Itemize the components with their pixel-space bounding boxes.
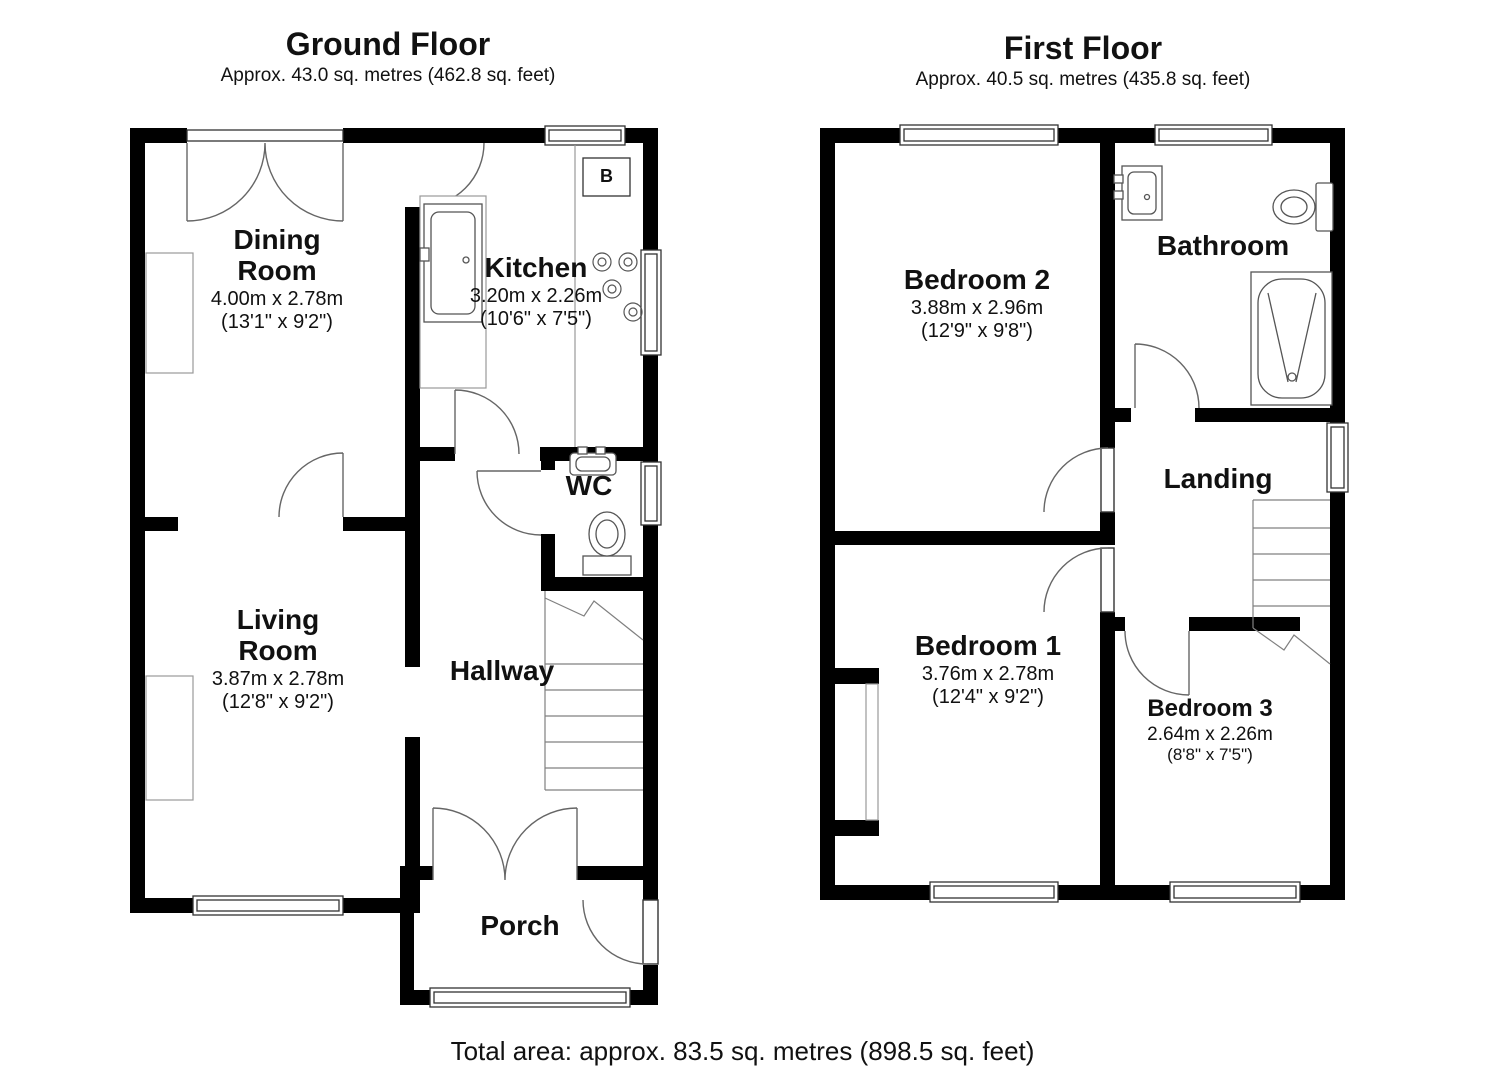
hallway-label: Hallway: [402, 655, 602, 686]
hallway-name: Hallway: [449, 655, 555, 686]
ground-floor-walls: [130, 128, 658, 1005]
wc-label: WC: [549, 470, 629, 501]
landing-label: Landing: [1118, 463, 1318, 494]
kitchen-sink-icon: [419, 203, 483, 323]
living-room-window: [192, 895, 344, 916]
bedroom1-metric: 3.76m x 2.78m: [921, 663, 1055, 685]
bedroom1-imperial: (12'4" x 9'2"): [932, 686, 1044, 708]
porch-entrance-door-leaf: [642, 899, 659, 965]
bedroom3-metric: 2.64m x 2.26m: [1147, 724, 1273, 745]
kitchen-label: Kitchen 3.20m x 2.26m (10'6" x 7'5"): [424, 252, 648, 331]
chimney-breast: [865, 683, 879, 821]
bathroom-label: Bathroom: [1103, 230, 1343, 261]
bedroom1-window: [929, 881, 1059, 903]
wc-toilet-icon: [582, 511, 632, 576]
kitchen-hall-door: [454, 389, 520, 455]
wc-name: WC: [565, 470, 613, 501]
bathroom-toilet-icon: [1272, 182, 1334, 232]
dining-living-door: [278, 452, 344, 518]
bathroom-sink-icon: [1113, 165, 1163, 221]
ground-floor-title-block: Ground Floor Approx. 43.0 sq. metres (46…: [168, 26, 608, 87]
hall-porch-double-doors: [432, 807, 578, 881]
hob-icon: [592, 252, 643, 322]
bedroom2-imperial: (12'9" x 9'8"): [921, 320, 1033, 342]
bedroom2-window: [899, 124, 1059, 146]
dining-room-name: Dining Room: [233, 224, 321, 286]
dining-room-label: Dining Room 4.00m x 2.78m (13'1" x 9'2"): [157, 224, 397, 334]
bedroom1-door: [1043, 547, 1109, 613]
bedroom2-door: [1043, 447, 1109, 513]
landing-name: Landing: [1163, 463, 1273, 494]
landing-window: [1326, 422, 1349, 493]
bedroom1-name: Bedroom 1: [914, 630, 1062, 661]
kitchen-metric: 3.20m x 2.26m: [469, 285, 603, 307]
living-room-label: Living Room 3.87m x 2.78m (12'8" x 9'2"): [158, 604, 398, 714]
ground-floor-windows: [186, 125, 662, 1008]
bedroom2-label: Bedroom 2 3.88m x 2.96m (12'9" x 9'8"): [857, 264, 1097, 343]
first-floor-windows: [899, 124, 1349, 903]
first-floor-subtitle: Approx. 40.5 sq. metres (435.8 sq. feet): [915, 69, 1251, 90]
living-room-metric: 3.87m x 2.78m: [211, 668, 345, 690]
bedroom2-metric: 3.88m x 2.96m: [910, 297, 1044, 319]
dining-room-metric: 4.00m x 2.78m: [210, 288, 344, 310]
bedroom3-door: [1124, 630, 1190, 696]
wc-window: [640, 461, 662, 526]
bedroom1-label: Bedroom 1 3.76m x 2.78m (12'4" x 9'2"): [868, 630, 1108, 709]
bedroom2-name: Bedroom 2: [903, 264, 1051, 295]
living-room-name: Living Room: [236, 604, 320, 666]
first-floor-title: First Floor: [1003, 30, 1163, 66]
dining-room-imperial: (13'1" x 9'2"): [221, 311, 333, 333]
wc-door: [476, 470, 542, 536]
ground-floor-doors: [186, 142, 659, 965]
staircase-first-icon: [1252, 499, 1331, 665]
first-floor-plan: [820, 124, 1349, 903]
kitchen-imperial: (10'6" x 7'5"): [480, 308, 592, 330]
ground-floor-title: Ground Floor: [285, 26, 491, 62]
dining-patio-doors: [186, 142, 344, 222]
first-floor-walls: [820, 128, 1345, 900]
total-area-text: Total area: approx. 83.5 sq. metres (898…: [450, 1036, 1035, 1066]
bedroom3-label: Bedroom 3 2.64m x 2.26m (8'8" x 7'5"): [1104, 696, 1316, 765]
ground-floor-subtitle: Approx. 43.0 sq. metres (462.8 sq. feet): [220, 65, 556, 86]
porch-entrance-door: [582, 899, 648, 965]
bathroom-door: [1134, 343, 1200, 409]
first-floor-doors: [1043, 343, 1200, 696]
boiler-box: [582, 157, 631, 197]
bathroom-window: [1154, 124, 1273, 146]
kitchen-side-window: [640, 249, 662, 356]
living-room-imperial: (12'8" x 9'2"): [222, 691, 334, 713]
porch-label: Porch: [430, 910, 610, 941]
ground-floor-plan: [130, 125, 662, 1008]
bedroom3-imperial: (8'8" x 7'5"): [1167, 745, 1253, 764]
bedroom3-name: Bedroom 3: [1147, 695, 1273, 722]
bathroom-name: Bathroom: [1156, 230, 1290, 261]
bedroom3-window: [1169, 881, 1301, 903]
bathroom-bath-icon: [1250, 271, 1333, 406]
boiler-label: B: [600, 166, 613, 186]
bedroom2-door-leaf: [1100, 447, 1115, 513]
living-furniture: [145, 675, 194, 801]
patio-door-frame: [186, 129, 344, 142]
porch-name: Porch: [480, 910, 560, 941]
porch-window: [429, 987, 631, 1008]
dining-furniture: [145, 252, 194, 374]
kitchen-name: Kitchen: [484, 252, 588, 283]
wc-basin-icon: [569, 446, 617, 476]
kitchen-top-window: [544, 125, 626, 146]
bedroom1-door-leaf: [1100, 547, 1115, 613]
first-floor-title-block: First Floor Approx. 40.5 sq. metres (435…: [863, 30, 1303, 91]
staircase-ground-icon: [544, 591, 644, 791]
